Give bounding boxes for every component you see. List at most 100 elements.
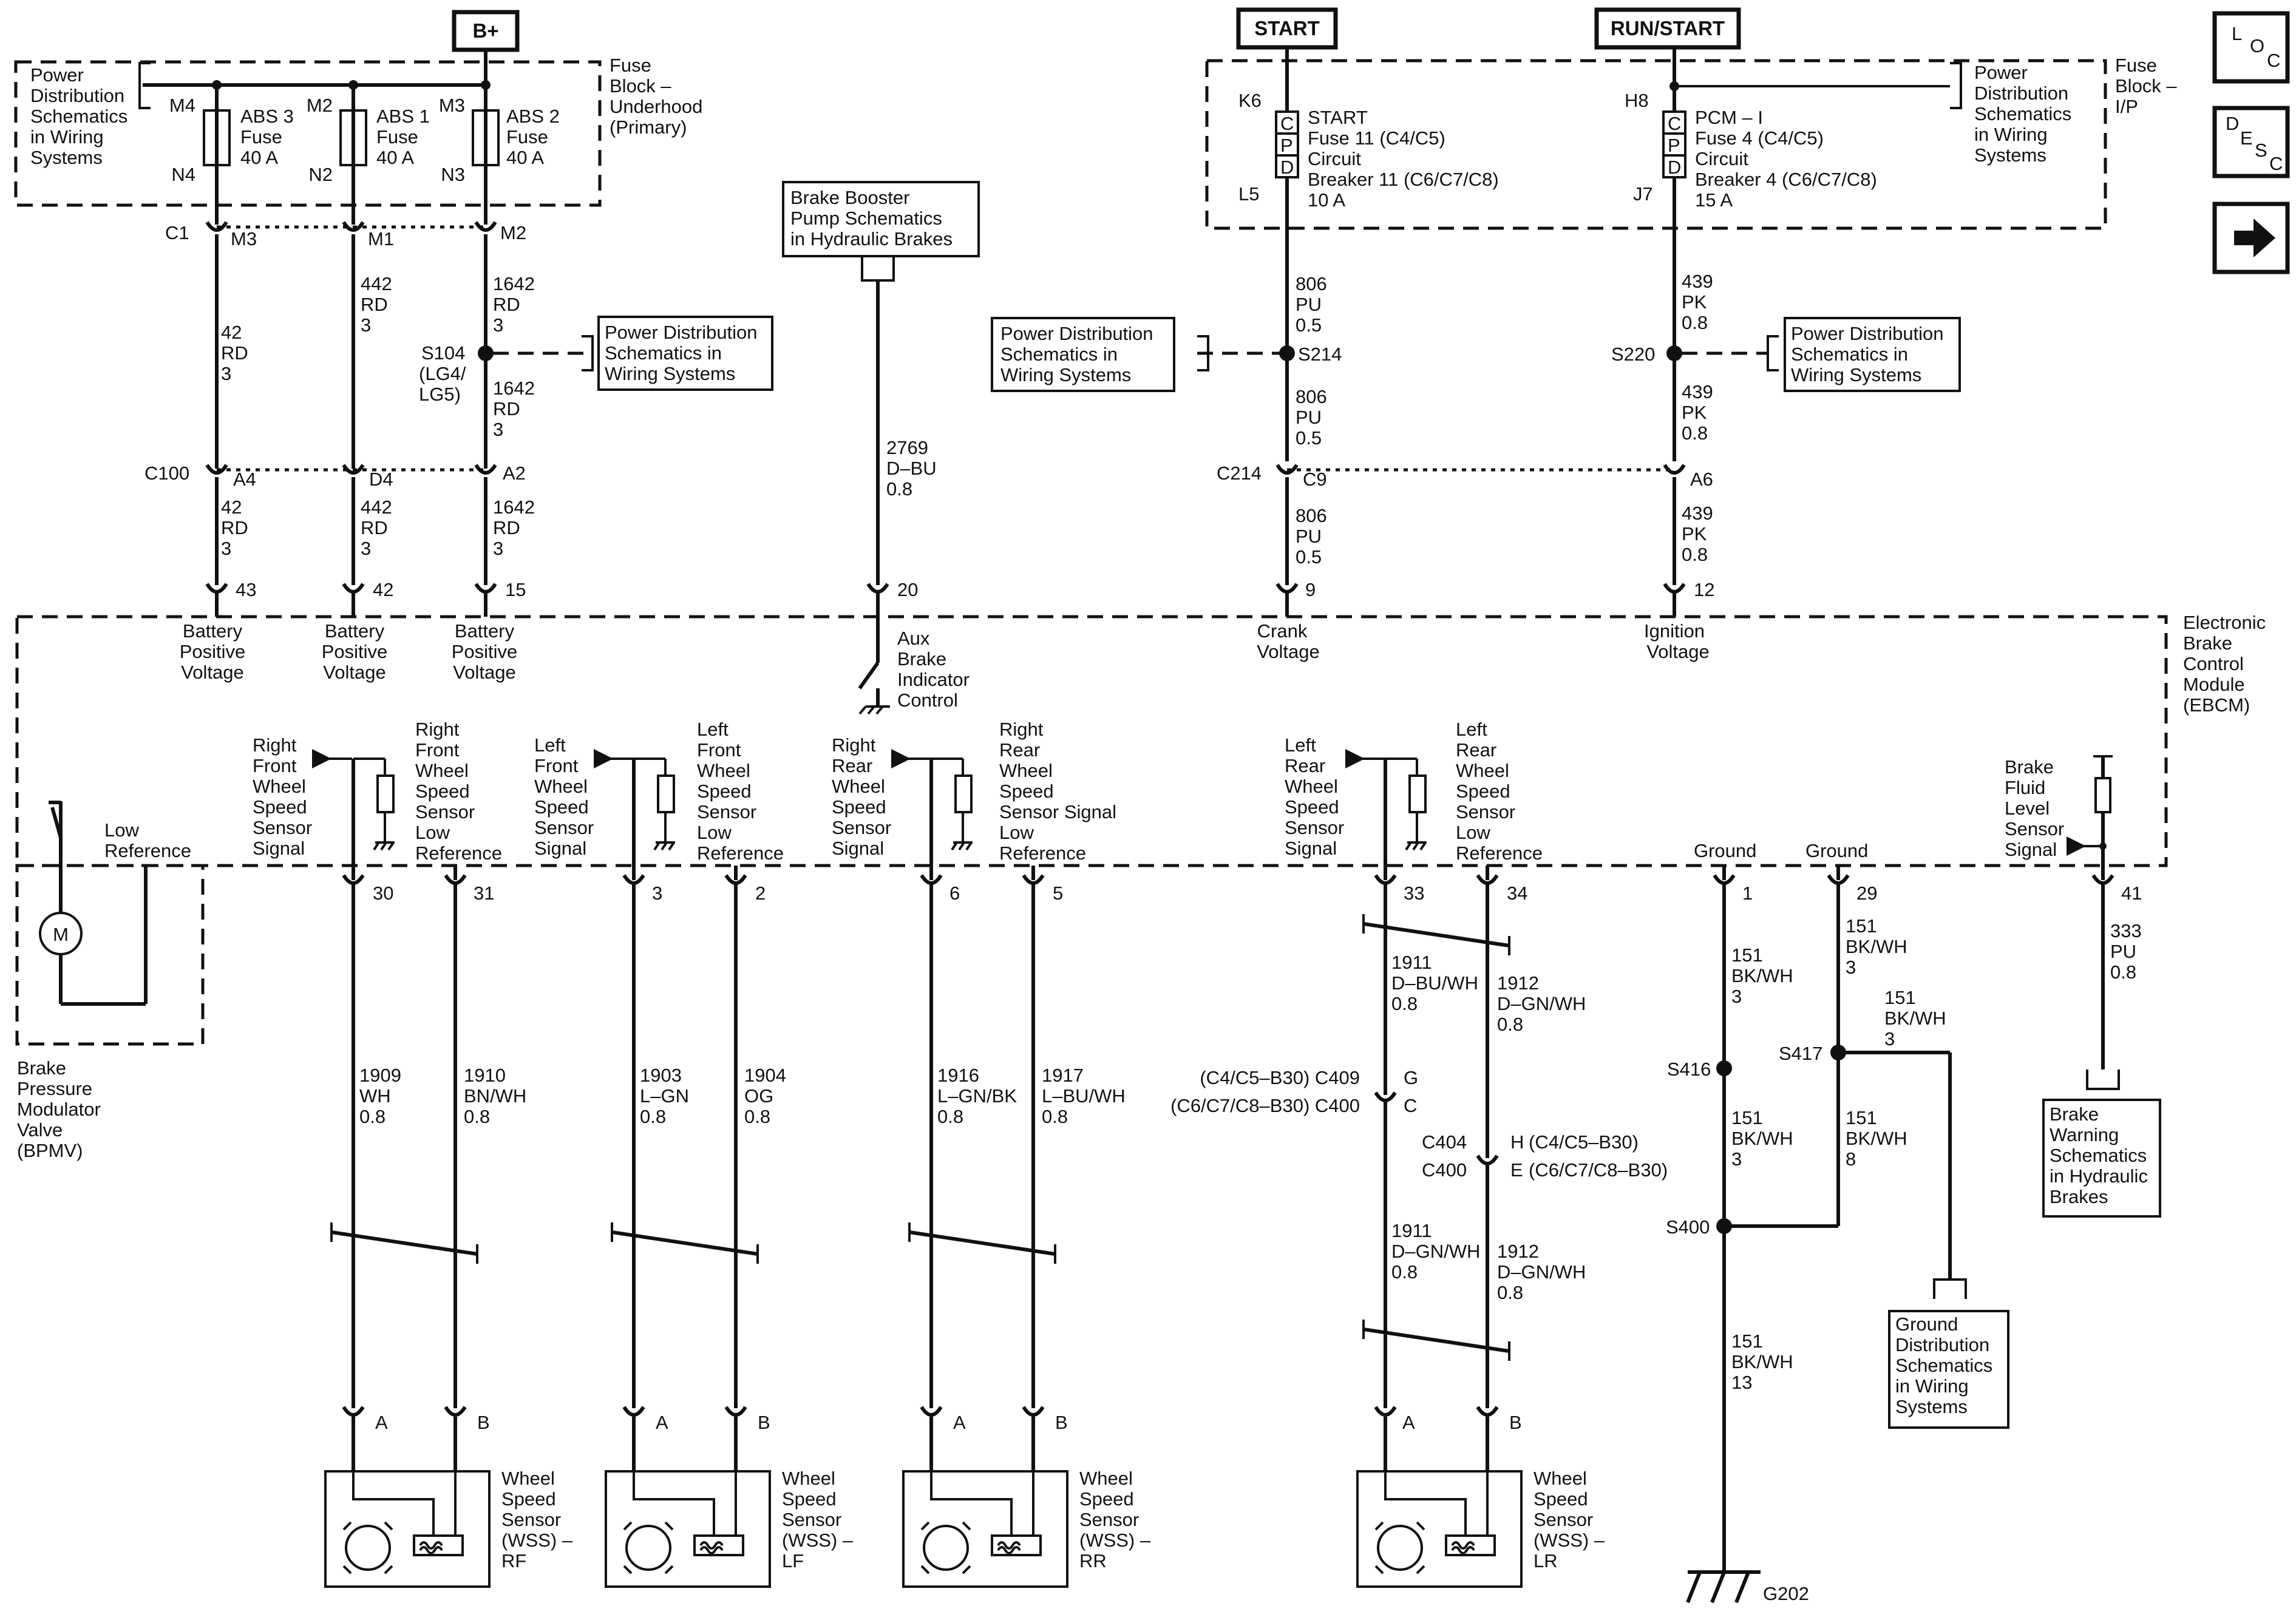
svg-text:M2: M2 <box>500 222 526 243</box>
svg-text:Crank: Crank <box>1257 620 1308 642</box>
svg-text:in Wiring: in Wiring <box>30 126 104 147</box>
loc-button[interactable]: L O C <box>2212 11 2290 84</box>
sensor-coil-icon <box>1445 1534 1496 1556</box>
svg-text:Systems: Systems <box>1895 1396 1968 1417</box>
svg-text:Sensor: Sensor <box>253 817 312 838</box>
svg-text:LG5): LG5) <box>419 384 461 405</box>
sensor-coil-icon <box>693 1534 744 1556</box>
svg-text:RF: RF <box>501 1550 526 1571</box>
svg-text:3: 3 <box>493 419 503 440</box>
desc-button[interactable]: D E S C <box>2212 106 2290 178</box>
svg-text:C214: C214 <box>1217 463 1262 484</box>
splice-s417: S417 <box>1779 1043 1846 1064</box>
svg-text:BK/WH: BK/WH <box>1731 1128 1793 1149</box>
svg-text:S416: S416 <box>1667 1059 1711 1080</box>
svg-text:3: 3 <box>361 314 371 336</box>
svg-text:Speed: Speed <box>999 781 1054 802</box>
svg-text:D–GN/WH: D–GN/WH <box>1391 1241 1480 1262</box>
ref-ground-dist[interactable]: Ground Distribution Schematics in Wiring… <box>1888 1278 2009 1429</box>
svg-text:442: 442 <box>361 497 392 518</box>
run-start-supply: RUN/START <box>1594 7 1741 50</box>
svg-text:Schematics: Schematics <box>1895 1355 1992 1376</box>
svg-text:Pump Schematics: Pump Schematics <box>790 208 942 229</box>
svg-text:Sensor: Sensor <box>832 817 891 838</box>
svg-text:M3: M3 <box>439 95 465 116</box>
svg-text:RD: RD <box>361 517 388 538</box>
fuse-pcm: C P D H8 J7 PCM – I Fuse 4 (C4/C5) Circu… <box>1625 47 1877 461</box>
svg-text:Brake: Brake <box>2183 632 2232 654</box>
svg-text:Voltage: Voltage <box>1257 641 1319 662</box>
ref-power-dist-3[interactable]: Power Distribution Schematics in Wiring … <box>1784 317 1961 392</box>
tone-ring-icon <box>625 1525 671 1571</box>
svg-text:Sensor: Sensor <box>415 801 475 822</box>
sig-circuit-rf <box>312 749 395 866</box>
svg-text:M3: M3 <box>231 228 257 249</box>
svg-text:(WSS) –: (WSS) – <box>501 1530 573 1551</box>
svg-text:Voltage: Voltage <box>323 662 385 683</box>
svg-text:PK: PK <box>1682 523 1707 544</box>
svg-text:L–GN: L–GN <box>640 1085 689 1107</box>
svg-text:151: 151 <box>1846 915 1877 937</box>
ref-brake-booster[interactable]: Brake Booster Pump Schematics in Hydraul… <box>782 181 980 282</box>
svg-text:1904: 1904 <box>744 1065 786 1086</box>
svg-text:L–GN/BK: L–GN/BK <box>937 1085 1017 1107</box>
svg-text:D–GN/WH: D–GN/WH <box>1497 993 1586 1014</box>
svg-text:0.5: 0.5 <box>1296 314 1322 336</box>
svg-text:N3: N3 <box>441 164 465 185</box>
svg-text:Voltage: Voltage <box>181 662 243 683</box>
tone-ring-icon <box>345 1525 391 1571</box>
desc-e: E <box>2240 127 2253 149</box>
svg-text:B: B <box>1055 1412 1068 1433</box>
next-page-button[interactable] <box>2212 202 2290 274</box>
svg-text:Fuse 4 (C4/C5): Fuse 4 (C4/C5) <box>1695 127 1824 149</box>
svg-text:Speed: Speed <box>1079 1488 1134 1510</box>
svg-text:S220: S220 <box>1611 344 1655 365</box>
svg-text:40 A: 40 A <box>240 147 278 168</box>
desc-d: D <box>2226 113 2239 134</box>
svg-text:D–BU: D–BU <box>886 458 937 479</box>
svg-text:B+: B+ <box>472 19 498 42</box>
ref-power-dist-2[interactable]: Power Distribution Schematics in Wiring … <box>991 317 1175 392</box>
svg-text:151: 151 <box>1846 1107 1877 1128</box>
svg-text:(C4/C5–B30) C409: (C4/C5–B30) C409 <box>1200 1067 1360 1088</box>
svg-text:Schematics: Schematics <box>30 106 127 127</box>
svg-text:10 A: 10 A <box>1308 189 1345 211</box>
svg-text:3: 3 <box>1846 957 1856 978</box>
svg-text:Warning: Warning <box>2050 1124 2119 1145</box>
svg-text:0.8: 0.8 <box>886 478 912 500</box>
svg-text:Breaker 11 (C6/C7/C8): Breaker 11 (C6/C7/C8) <box>1308 169 1499 190</box>
svg-text:Circuit: Circuit <box>1308 148 1361 169</box>
svg-text:Underhood: Underhood <box>610 96 702 117</box>
svg-text:Wheel: Wheel <box>1456 760 1509 781</box>
svg-text:151: 151 <box>1884 987 1916 1008</box>
svg-text:A: A <box>953 1412 966 1433</box>
svg-text:C: C <box>1404 1095 1417 1116</box>
svg-text:2769: 2769 <box>886 437 928 458</box>
svg-text:RR: RR <box>1079 1550 1107 1571</box>
svg-text:Rear: Rear <box>1285 755 1325 776</box>
svg-text:Signal: Signal <box>253 838 305 859</box>
svg-text:Wheel: Wheel <box>1285 776 1338 797</box>
svg-text:A6: A6 <box>1690 469 1713 490</box>
ref-brake-warning[interactable]: Brake Warning Schematics in Hydraulic Br… <box>2042 1099 2161 1218</box>
lr-inline-connectors: (C4/C5–B30) C409 G (C6/C7/C8–B30) C400 C… <box>1170 1067 1668 1181</box>
svg-text:0.8: 0.8 <box>1682 422 1708 444</box>
svg-text:40 A: 40 A <box>506 147 544 168</box>
svg-text:42: 42 <box>373 579 393 600</box>
svg-text:(Primary): (Primary) <box>610 117 687 138</box>
svg-text:1912: 1912 <box>1497 1241 1539 1262</box>
ref-power-dist-1[interactable]: Power Distribution Schematics in Wiring … <box>597 316 773 391</box>
splice-s400: S400 <box>1666 1216 1732 1238</box>
svg-text:Wiring Systems: Wiring Systems <box>1791 364 1921 385</box>
svg-text:M1: M1 <box>368 228 394 249</box>
svg-text:Indicator: Indicator <box>897 669 970 690</box>
svg-text:ABS 2: ABS 2 <box>506 106 560 127</box>
svg-text:Signal: Signal <box>832 838 884 859</box>
svg-text:0.8: 0.8 <box>640 1106 666 1127</box>
svg-text:Speed: Speed <box>1285 796 1339 818</box>
splice-s104: S104 (LG4/ LG5) <box>419 335 594 405</box>
svg-text:START: START <box>1254 17 1320 39</box>
svg-text:13: 13 <box>1731 1372 1752 1393</box>
svg-text:Modulator: Modulator <box>17 1099 101 1120</box>
svg-text:Fuse: Fuse <box>506 126 548 147</box>
